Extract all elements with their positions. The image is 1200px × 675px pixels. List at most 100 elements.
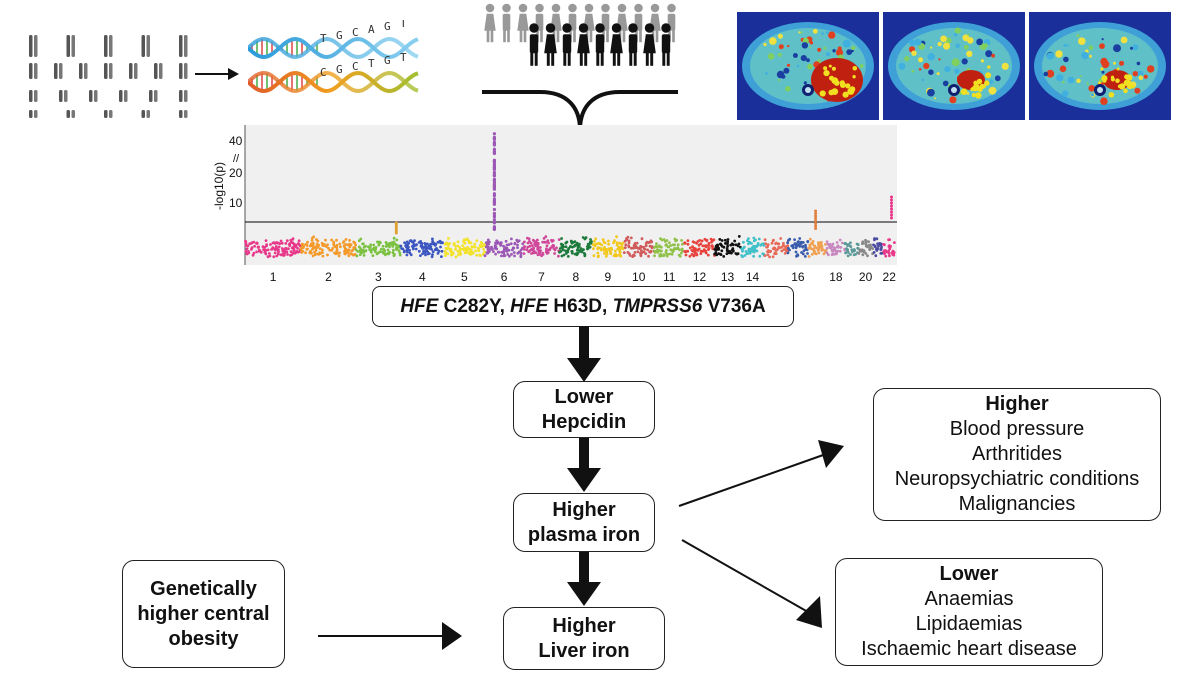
manhattan-point — [536, 248, 540, 251]
manhattan-point — [610, 247, 614, 251]
manhattan-point — [244, 249, 248, 253]
manhattan-point — [754, 238, 757, 242]
manhattan-peak-point — [492, 137, 496, 141]
manhattan-point — [646, 248, 649, 252]
manhattan-point — [513, 254, 516, 258]
manhattan-point — [643, 247, 647, 251]
manhattan-point — [434, 242, 438, 246]
manhattan-point — [309, 249, 312, 253]
manhattan-point — [731, 243, 735, 247]
manhattan-point — [380, 247, 383, 251]
manhattan-point — [473, 242, 477, 246]
manhattan-point — [589, 238, 592, 241]
population-people-icon — [484, 3, 676, 66]
manhattan-point — [832, 248, 836, 252]
manhattan-point — [547, 241, 550, 245]
manhattan-point — [382, 248, 386, 251]
manhattan-point — [800, 241, 803, 245]
manhattan-point — [825, 240, 829, 244]
manhattan-point — [825, 247, 829, 250]
manhattan-point — [875, 247, 879, 251]
manhattan-point — [470, 250, 474, 254]
manhattan-point — [752, 254, 755, 258]
manhattan-point — [560, 237, 563, 240]
chromosome-label: 2 — [325, 270, 332, 284]
manhattan-point — [891, 249, 895, 253]
chromosome — [104, 110, 108, 118]
manhattan-point — [820, 246, 824, 250]
dna-letter: G — [384, 20, 391, 33]
manhattan-point — [598, 246, 601, 250]
manhattan-point — [320, 248, 324, 252]
manhattan-point — [425, 249, 428, 253]
chromosome — [34, 90, 38, 102]
chromosome — [179, 110, 183, 118]
manhattan-point — [567, 247, 570, 251]
manhattan-point — [688, 246, 692, 250]
manhattan-point — [875, 237, 879, 241]
manhattan-point — [699, 249, 703, 253]
manhattan-point — [395, 247, 398, 251]
manhattan-point — [684, 253, 688, 257]
manhattan-point — [604, 249, 608, 253]
manhattan-point — [536, 238, 539, 242]
manhattan-point — [703, 249, 706, 253]
manhattan-point — [866, 254, 869, 258]
manhattan-point — [766, 245, 769, 249]
manhattan-point — [502, 244, 505, 248]
manhattan-point — [505, 250, 509, 253]
manhattan-point — [545, 244, 549, 248]
manhattan-point — [820, 244, 824, 248]
manhattan-point — [487, 245, 490, 249]
chromosome — [71, 35, 75, 57]
manhattan-point — [299, 248, 303, 252]
manhattan-point — [867, 244, 871, 247]
manhattan-point — [304, 243, 308, 246]
chromosome-label: 6 — [501, 270, 508, 284]
manhattan-point — [824, 243, 827, 246]
manhattan-point — [492, 250, 495, 253]
manhattan-point — [814, 252, 818, 256]
manhattan-point — [542, 237, 546, 240]
manhattan-point — [510, 248, 514, 252]
manhattan-point — [395, 244, 399, 247]
manhattan-point — [835, 241, 839, 244]
manhattan-point — [324, 238, 327, 242]
chromosome — [184, 35, 188, 57]
manhattan-point — [293, 251, 297, 255]
manhattan-point — [817, 243, 820, 247]
manhattan-point — [282, 254, 285, 257]
manhattan-point — [421, 252, 424, 256]
manhattan-point — [398, 253, 402, 257]
manhattan-point — [304, 251, 307, 255]
dna-letter: T — [400, 51, 407, 64]
manhattan-point — [772, 238, 775, 242]
manhattan-point — [681, 242, 684, 246]
manhattan-point — [846, 254, 850, 258]
manhattan-point — [399, 244, 403, 248]
manhattan-point — [523, 245, 526, 249]
manhattan-point — [831, 252, 834, 256]
manhattan-point — [412, 243, 416, 246]
manhattan-point — [251, 253, 255, 257]
manhattan-point — [245, 247, 249, 251]
chromosome — [184, 110, 188, 118]
manhattan-point — [876, 242, 879, 246]
manhattan-point — [543, 240, 546, 244]
manhattan-point — [802, 249, 806, 253]
manhattan-point — [618, 241, 621, 245]
manhattan-point — [527, 237, 531, 241]
chromosome — [34, 110, 38, 118]
manhattan-point — [680, 249, 684, 253]
manhattan-point — [725, 247, 729, 250]
manhattan-point — [410, 240, 414, 244]
manhattan-point — [564, 241, 568, 245]
manhattan-point — [737, 235, 741, 238]
manhattan-point — [804, 243, 807, 247]
chromosome — [64, 90, 68, 102]
manhattan-point — [483, 250, 486, 254]
manhattan-point — [700, 239, 704, 243]
variants-text: HFE C282Y, HFE H63D, TMPRSS6 V736A — [400, 295, 766, 317]
manhattan-point — [726, 244, 729, 248]
manhattan-point — [750, 247, 753, 251]
